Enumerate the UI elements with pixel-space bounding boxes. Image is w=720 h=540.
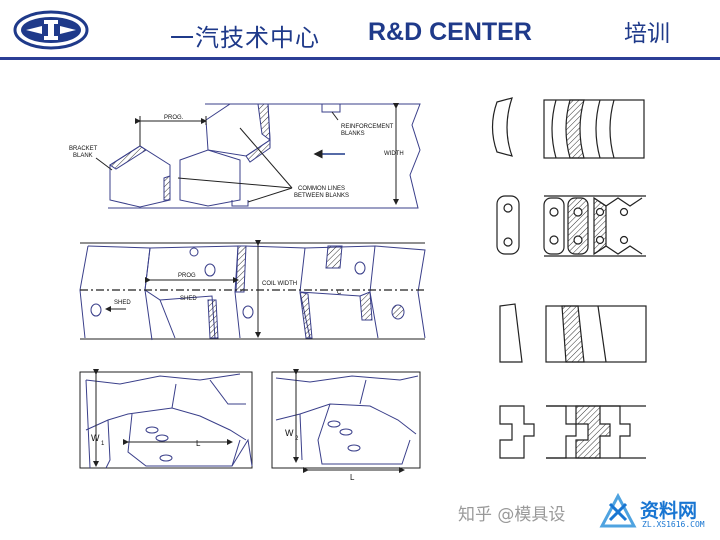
- w2-label: W: [285, 428, 294, 438]
- diagram-area: PROG. BRACKET BLANK REINFORCEMENT BLANKS…: [69, 97, 647, 482]
- between-blanks-label: BETWEEN BLANKS: [294, 193, 349, 199]
- title-chinese: 一汽技术中心: [170, 24, 320, 52]
- w1-subscript: 1: [101, 441, 105, 447]
- part-trapezoid-diagram: [499, 303, 647, 363]
- nesting-diagram-1: [79, 369, 253, 469]
- common-lines-label: COMMON LINES: [298, 186, 345, 192]
- title-english: R&D CENTER: [368, 18, 532, 46]
- part-link-diagram: [496, 195, 646, 257]
- bracket-label: BRACKET: [69, 146, 98, 152]
- part-tab-diagram: [499, 405, 646, 459]
- watermark-logo: [599, 492, 637, 528]
- centreline-label: C: [337, 290, 342, 296]
- header-rule: [0, 57, 720, 60]
- title-training: 培训: [624, 21, 670, 47]
- blank-label: BLANK: [73, 153, 93, 159]
- prog-label: PROG.: [164, 115, 184, 121]
- watermark-text: 知乎 @模具设: [458, 505, 566, 525]
- w2-subscript: 2: [295, 436, 299, 442]
- prog-label-2: PROG: [178, 273, 196, 279]
- blank-layout-diagram: [95, 103, 421, 209]
- watermark-url: ZL.XS1616.COM: [642, 520, 705, 529]
- l2-label: L: [350, 473, 355, 482]
- l1-label: L: [196, 439, 201, 448]
- faw-logo: [13, 10, 89, 50]
- part-arc-diagram: [491, 97, 645, 159]
- w1-label: W: [91, 433, 100, 443]
- header: 一汽技术中心 R&D CENTER 培训: [0, 0, 720, 60]
- shed-label: SHED: [114, 300, 131, 306]
- coil-strip-diagram: [79, 240, 426, 341]
- width-label: WIDTH: [384, 151, 404, 157]
- watermark-site-name: 资料网: [640, 500, 698, 522]
- blanks-label: BLANKS: [341, 131, 365, 137]
- coil-width-label: COIL WIDTH: [262, 281, 297, 287]
- nesting-diagram-2: [271, 369, 421, 473]
- reinforcement-label: REINFORCEMENT: [341, 124, 394, 130]
- shed-label-2: SHED: [180, 296, 197, 302]
